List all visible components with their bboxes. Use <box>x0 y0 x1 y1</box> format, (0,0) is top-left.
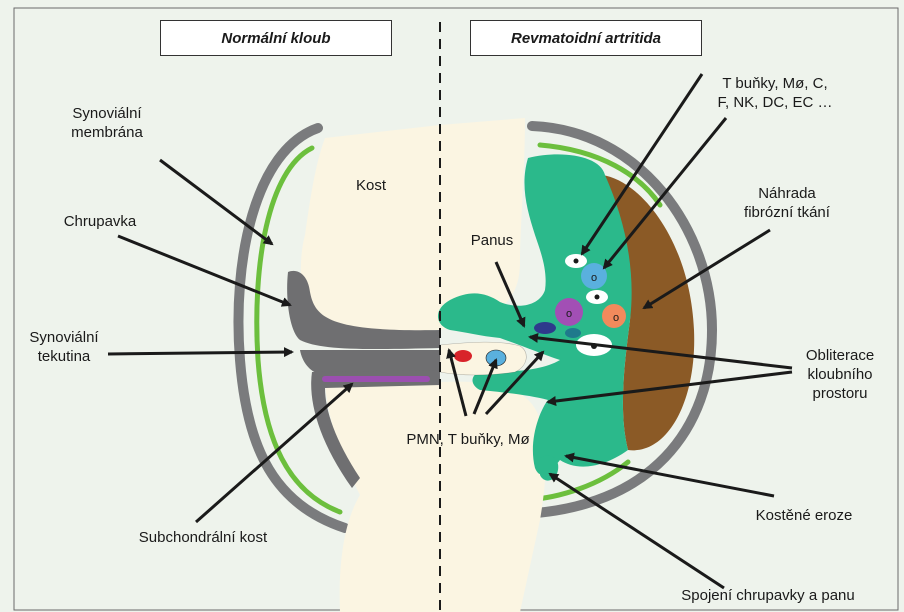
label-synovial-membrane: Synoviální membrána <box>52 104 162 142</box>
header-rheumatoid-arthritis: Revmatoidní artritida <box>470 20 702 56</box>
cell-blue-large-mark: o <box>591 272 597 284</box>
label-subchondral-bone: Subchondrální kost <box>108 528 298 547</box>
cell-orange-mark: o <box>613 312 619 324</box>
arrow-subchondral-bone <box>196 384 352 522</box>
label-bone-erosions: Kostěné eroze <box>734 506 874 525</box>
arrow-bone-erosions <box>566 456 774 496</box>
label-fibrous-replacement: Náhrada fibrózní tkání <box>722 184 852 222</box>
label-cartilage-pannus-junction: Spojení chrupavky a panu <box>642 586 894 605</box>
cell-red-pmn <box>454 350 472 362</box>
cell-white-top-nucleus <box>574 259 579 264</box>
arrow-cartilage-pannus-junction <box>550 474 724 588</box>
label-cells-top: T buňky, Mø, C, F, NK, DC, EC … <box>690 74 860 112</box>
label-cartilage: Chrupavka <box>50 212 150 231</box>
cell-teal-small <box>565 328 581 338</box>
normal-lower-bone <box>325 382 440 612</box>
cell-navy <box>534 322 556 334</box>
label-synovial-fluid: Synoviální tekutina <box>14 328 114 366</box>
header-normal-joint: Normální kloub <box>160 20 392 56</box>
normal-subchondral-bone <box>322 376 430 382</box>
arrow-synovial-fluid <box>108 352 292 354</box>
cell-white-mid-nucleus <box>595 295 600 300</box>
label-obliteration: Obliterace kloubního prostoru <box>790 346 890 403</box>
label-pannus: Panus <box>462 231 522 250</box>
cell-purple-mark: o <box>566 308 572 320</box>
ra-lower-bone <box>440 382 546 612</box>
label-pmn-cells: PMN, T buňky, Mø <box>388 430 548 449</box>
label-bone: Kost <box>346 176 396 195</box>
normal-upper-bone <box>301 125 440 335</box>
